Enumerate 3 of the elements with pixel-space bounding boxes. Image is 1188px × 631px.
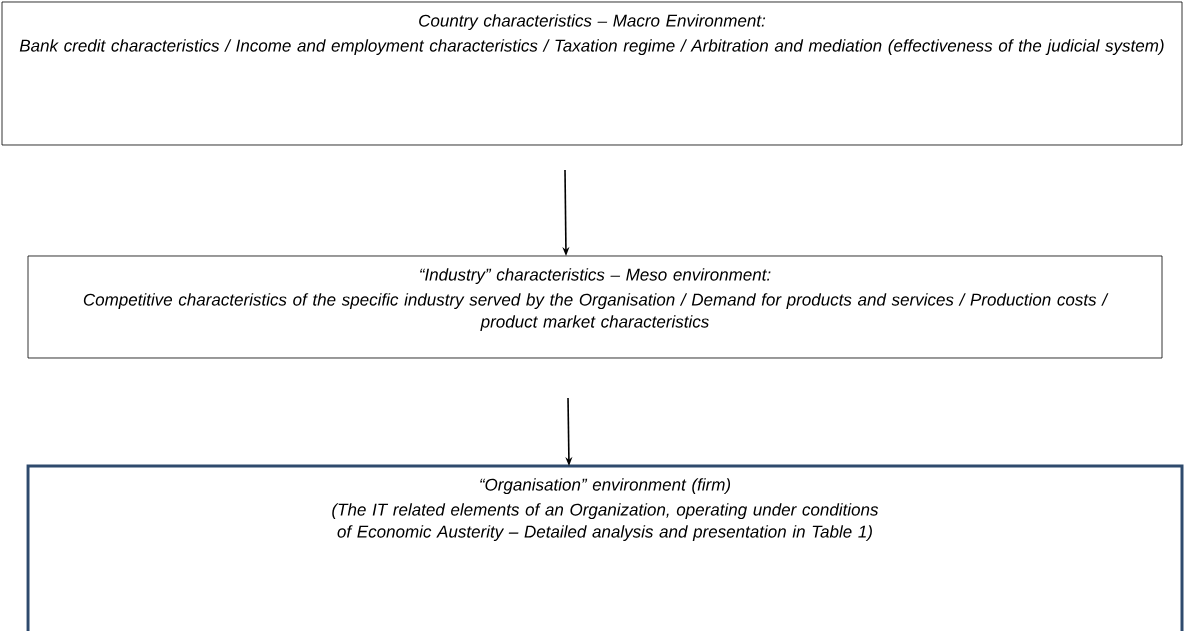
framed-box: Country characteristics – Macro Environment: Bank credit characteristics / Income and employment characteristics / Taxation regime / Arbitration and mediation (effectiveness of the judicial system) [1, 1, 1183, 146]
framed-box: “Industry” characteristics – Meso environment: Competitive characteristics of the specific industry served by the Organisation / Demand for products and services / Production costs / product market characteristics [27, 255, 1163, 359]
framed-box: “Organisation” environment (firm) (The IT related elements of an Organization, operating under conditions of Economic Austerity – Detailed analysis and presentation in Table 1) [26, 464, 1184, 631]
